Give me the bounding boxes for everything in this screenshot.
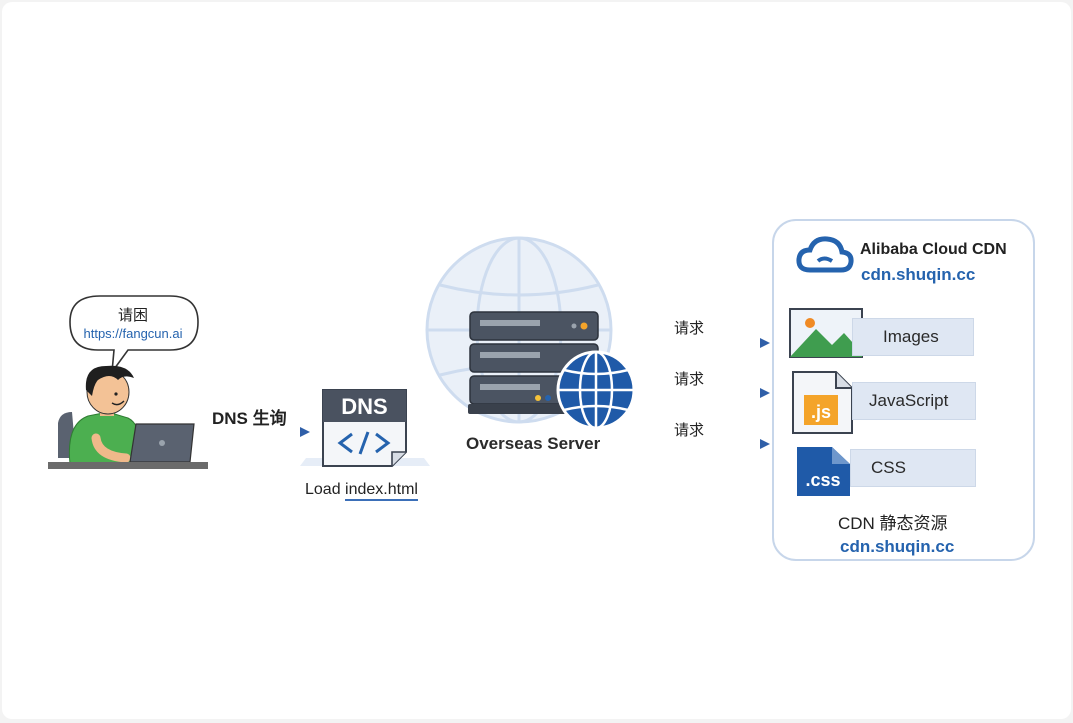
js-file-icon: .js <box>792 371 853 434</box>
bubble-title: 请困 <box>117 307 148 324</box>
load-prefix: Load <box>305 481 346 498</box>
resource-javascript-label: JavaScript <box>869 391 949 410</box>
load-file-link: index.html <box>345 481 418 501</box>
dns-query-label: DNS 生询 <box>212 409 287 428</box>
resource-css-label: CSS <box>871 458 906 477</box>
server-label: Overseas Server <box>466 434 601 453</box>
cdn-domain: cdn.shuqin.cc <box>861 265 976 284</box>
cloud-icon <box>796 236 854 273</box>
cdn-caption-domain: cdn.shuqin.cc <box>840 537 955 556</box>
resource-images-label: Images <box>883 327 939 346</box>
resource-images: Images <box>852 318 974 356</box>
dns-document-icon <box>300 389 430 467</box>
load-index-label: Load index.html <box>305 481 418 501</box>
speech-bubble <box>69 295 199 375</box>
css-file-icon: .css <box>797 447 850 496</box>
resource-javascript: JavaScript <box>852 382 976 420</box>
request-label-images: 请求 <box>674 320 705 337</box>
dns-doc-label: DNS <box>341 394 388 419</box>
svg-text:.js: .js <box>811 402 831 422</box>
globe-icon <box>556 350 636 430</box>
resource-css: CSS <box>850 449 976 487</box>
svg-text:.css: .css <box>805 470 840 490</box>
request-label-js: 请求 <box>674 371 705 388</box>
image-icon <box>789 308 863 358</box>
bubble-url: https://fangcun.ai <box>83 326 183 341</box>
user-icon <box>48 365 208 469</box>
cdn-caption: CDN 静态资源 <box>838 514 948 533</box>
request-label-css: 请求 <box>674 422 705 439</box>
cdn-title: Alibaba Cloud CDN <box>860 241 1007 258</box>
